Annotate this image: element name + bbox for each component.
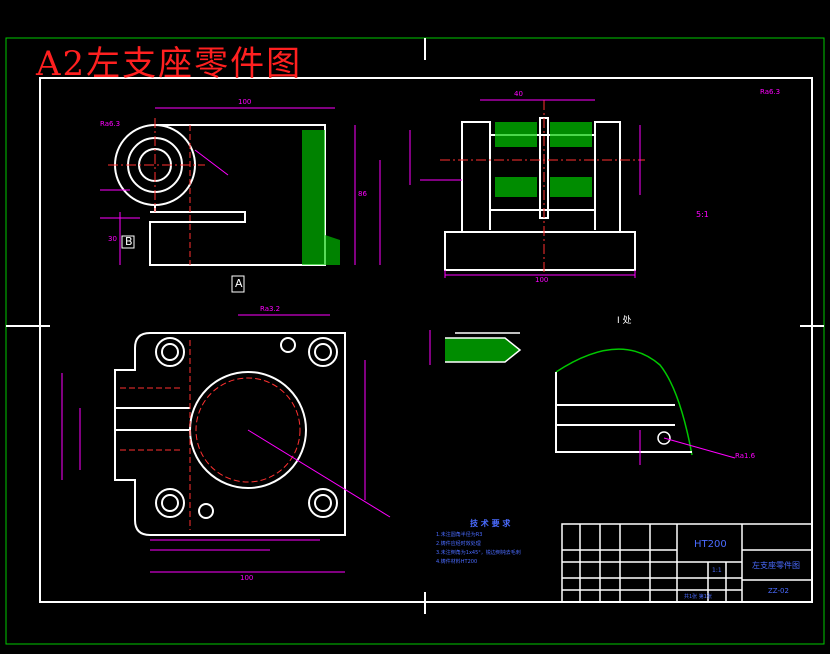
side-view xyxy=(444,117,636,271)
section-b-view xyxy=(429,330,522,365)
dim-text-6: 100 xyxy=(240,574,254,582)
front-section-hatch xyxy=(302,130,340,265)
outer-frame xyxy=(5,37,825,645)
tech-req-line-3: 3.未注倒角为1x45°，锐边倒钝去毛刺 xyxy=(436,550,521,556)
dim-text-5: 40 xyxy=(514,90,523,98)
detail-i-label: I 处 xyxy=(617,316,632,326)
tech-req-line-1: 1.未注圆角半径为R3 xyxy=(436,532,483,538)
drawing-title: A2左支座零件图 xyxy=(36,44,303,84)
front-view xyxy=(114,124,326,266)
front-centerlines xyxy=(108,118,205,212)
dim-text-10: Ra1.6 xyxy=(735,452,756,460)
dim-text-2: 86 xyxy=(358,190,367,198)
side-centerlines xyxy=(440,100,645,275)
dim-text-9: Ra3.2 xyxy=(260,305,281,313)
title-block-material: HT200 xyxy=(694,539,727,550)
detail-i-view xyxy=(555,348,736,465)
front-dimensions xyxy=(100,107,356,265)
section-b-letter: B xyxy=(125,235,133,248)
top-view xyxy=(114,332,346,536)
dim-text-4: 100 xyxy=(535,276,549,284)
view-a-box xyxy=(231,275,245,293)
title-block-sheet-note: 共1张 第1张 xyxy=(684,594,712,600)
title-block-scale: 1:1 xyxy=(712,567,722,574)
dim-text-1: 100 xyxy=(238,98,252,106)
tech-req-title: 技 术 要 求 xyxy=(470,519,511,528)
side-dimensions xyxy=(379,99,641,278)
dim-text-7: Ra6.3 xyxy=(100,120,121,128)
dim-text-3: 30 xyxy=(108,235,117,243)
centering-marks xyxy=(6,38,824,614)
section-b-box xyxy=(121,235,135,249)
top-dimensions xyxy=(61,314,391,573)
tech-req-line-4: 4.铸件材料HT200 xyxy=(436,559,478,565)
detail-ratio: 5:1 xyxy=(696,210,709,219)
title-block-part-name: 左支座零件图 xyxy=(752,561,800,570)
view-a-letter: A xyxy=(235,277,243,290)
top-hidden-lines xyxy=(120,340,301,530)
dim-text-8: Ra6.3 xyxy=(760,88,781,96)
title-block-drawing-no: ZZ-02 xyxy=(768,587,789,595)
tech-req-line-2: 2.铸件应经时效处理 xyxy=(436,541,481,547)
side-section-hatch xyxy=(495,122,592,197)
title-block-grid xyxy=(561,523,813,603)
